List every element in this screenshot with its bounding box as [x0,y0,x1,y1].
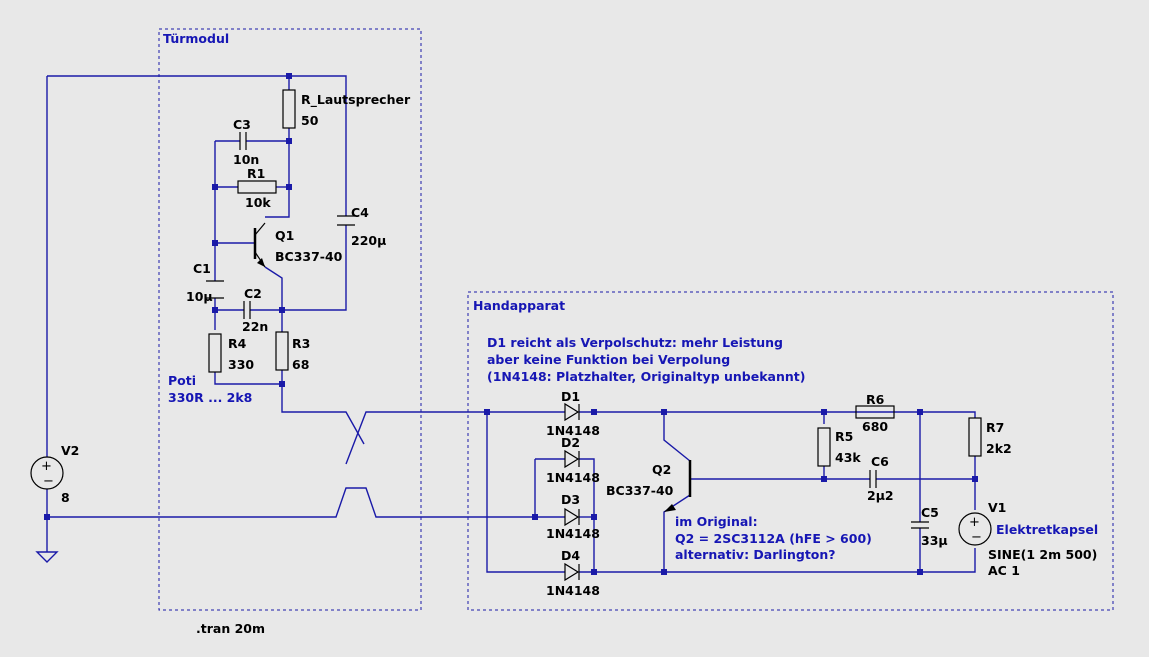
r-lautsprecher-resistor[interactable]: R_Lautsprecher 50 [282,89,411,129]
tran-directive: .tran 20m [196,621,265,636]
c5-capacitor[interactable]: C5 33µ [911,505,948,548]
v2-name: V2 [61,443,79,458]
r4-resistor[interactable]: R4 330 [208,333,254,373]
r3-value: 68 [292,357,309,372]
r1-resistor[interactable]: R1 10k [237,166,277,210]
svg-text:+: + [969,515,980,530]
r1-name: R1 [247,166,265,181]
original-comment-line1: im Original: [675,514,758,529]
r4-name: R4 [228,336,247,351]
c6-value: 2µ2 [867,488,894,503]
r5-name: R5 [835,429,853,444]
r6-value: 680 [862,419,888,434]
c4-value: 220µ [351,233,386,248]
handset-box [467,291,1114,611]
c2-capacitor[interactable]: C2 22n [242,286,268,334]
r4-value: 330 [228,357,254,372]
d4-name: D4 [561,548,580,563]
c3-value: 10n [233,152,259,167]
svg-text:+: + [41,459,52,474]
d1-diode[interactable]: D1 1N4148 [546,389,600,438]
c5-name: C5 [921,505,939,520]
d4-value: 1N4148 [546,583,600,598]
original-comment-line3: alternativ: Darlington? [675,547,836,562]
r6-name: R6 [866,392,885,407]
c3-name: C3 [233,117,251,132]
r-lautsprecher-value: 50 [301,113,319,128]
c6-capacitor[interactable]: C6 2µ2 [867,454,894,503]
c2-name: C2 [244,286,262,301]
q2-name: Q2 [652,462,671,477]
d4-diode[interactable]: D4 1N4148 [546,548,600,598]
c3-capacitor[interactable]: C3 10n [233,117,259,167]
door-module-label: Türmodul [163,31,229,46]
v1-spec-sine: SINE(1 2m 500) [988,547,1097,562]
c1-name: C1 [193,261,211,276]
svg-text:−: − [43,474,54,489]
d1-comment-line1: D1 reicht als Verpolschutz: mehr Leistun… [487,335,783,350]
v1-value: Elektretkapsel [996,522,1098,537]
poti-comment-line1: Poti [168,373,196,388]
c6-name: C6 [871,454,889,469]
c2-value: 22n [242,319,268,334]
c1-value: 10µ [186,289,213,304]
original-comment-line2: Q2 = 2SC3112A (hFE > 600) [675,531,872,546]
q1-value: BC337-40 [275,249,343,264]
r-lautsprecher-name: R_Lautsprecher [301,92,411,108]
wires [46,75,976,573]
r3-name: R3 [292,336,310,351]
r3-resistor[interactable]: R3 68 [275,331,310,372]
r1-value: 10k [245,195,271,210]
r6-resistor[interactable]: R6 680 [855,392,895,434]
c5-value: 33µ [921,533,948,548]
r7-value: 2k2 [986,441,1012,456]
c4-name: C4 [351,205,369,220]
poti-comment-line2: 330R ... 2k8 [168,390,252,405]
q2-transistor[interactable]: Q2 BC337-40 [606,460,692,512]
d1-name: D1 [561,389,580,404]
handset-label: Handapparat [473,298,565,313]
q1-transistor[interactable]: Q1 BC337-40 [253,222,343,268]
junctions [44,73,978,575]
d2-name: D2 [561,435,580,450]
v2-voltage-source[interactable]: + − V2 8 [30,443,79,505]
c1-capacitor[interactable]: C1 10µ [186,261,224,304]
d1-comment-line3: (1N4148: Platzhalter, Originaltyp unbeka… [487,369,805,384]
d2-value: 1N4148 [546,470,600,485]
d2-diode[interactable]: D2 1N4148 [546,435,600,485]
v1-voltage-source[interactable]: + − V1 Elektretkapsel SINE(1 2m 500) AC … [958,500,1098,578]
door-module-box [158,28,422,611]
d1-comment-line2: aber keine Funktion bei Verpolung [487,352,730,367]
v1-spec-ac: AC 1 [988,563,1020,578]
d3-value: 1N4148 [546,526,600,541]
r7-resistor[interactable]: R7 2k2 [968,417,1012,457]
ground-icon [35,551,59,563]
q1-name: Q1 [275,228,294,243]
c4-capacitor[interactable]: C4 220µ [337,205,386,248]
d3-diode[interactable]: D3 1N4148 [546,492,600,541]
r5-resistor[interactable]: R5 43k [817,427,861,467]
q2-value: BC337-40 [606,483,674,498]
svg-text:−: − [971,530,982,545]
r7-name: R7 [986,420,1004,435]
v2-value: 8 [61,490,70,505]
r5-value: 43k [835,450,861,465]
v1-name: V1 [988,500,1006,515]
d1-value: 1N4148 [546,423,600,438]
d3-name: D3 [561,492,580,507]
